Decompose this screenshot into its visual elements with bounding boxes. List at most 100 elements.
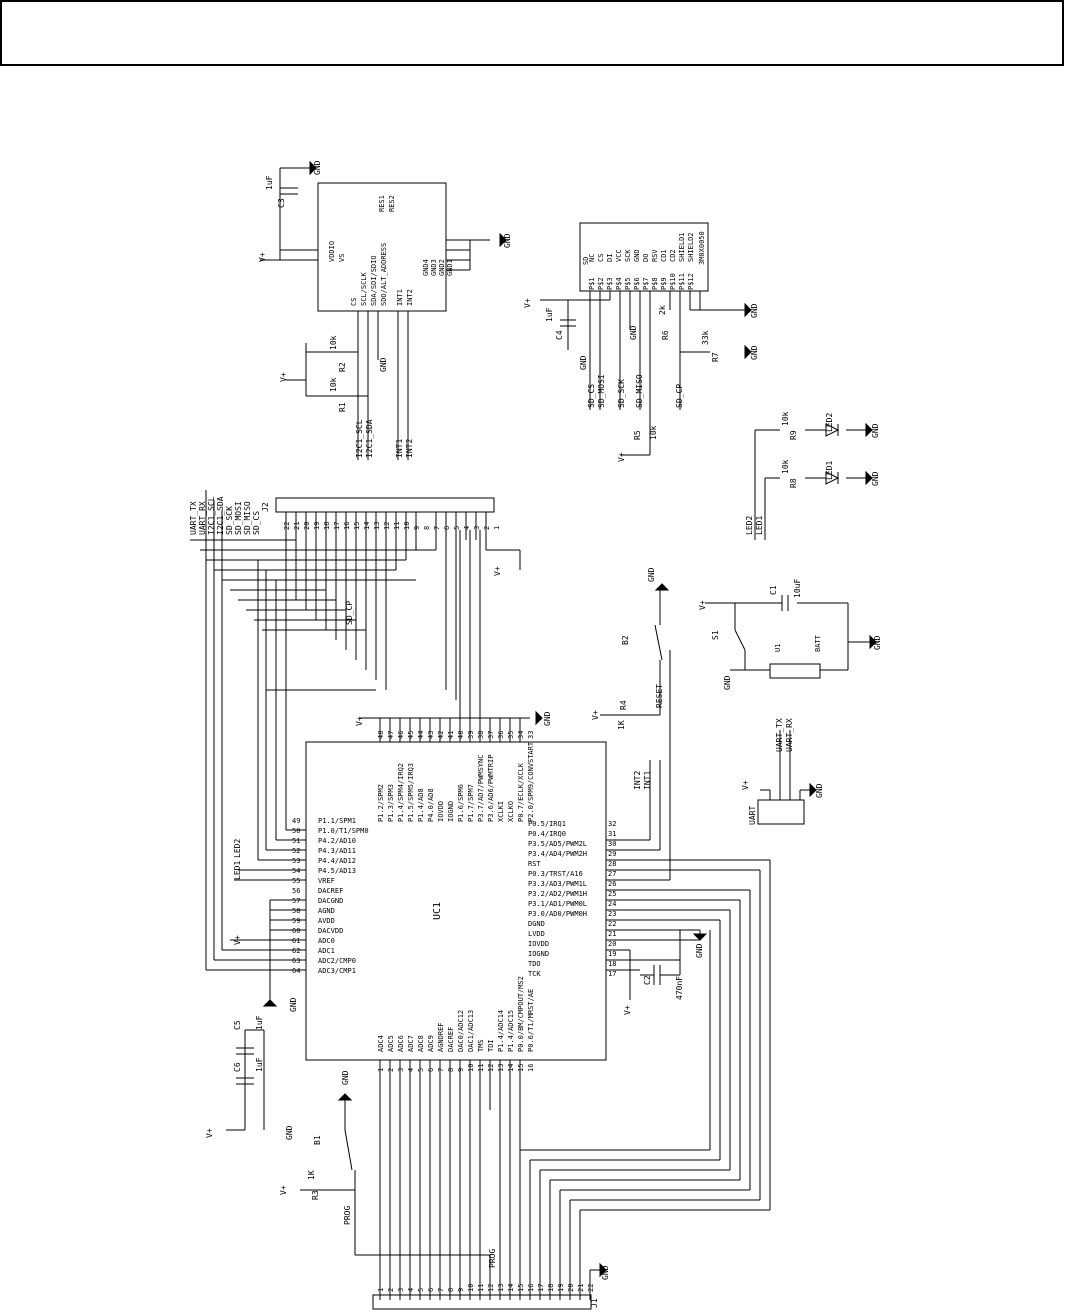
r5-ref: R5 bbox=[633, 430, 642, 440]
vplus-label-8: V+ bbox=[355, 716, 364, 726]
uc1-top-pin-number: 40 bbox=[457, 731, 465, 739]
prog-wiring bbox=[300, 1100, 491, 1300]
j1-pin-number: 18 bbox=[547, 1284, 555, 1292]
sd-body bbox=[579, 222, 709, 292]
c4-ref: C4 bbox=[555, 330, 564, 340]
uc1-right-port-label: P3.4/AD4/PWM2H bbox=[528, 850, 587, 858]
battery-section bbox=[705, 595, 870, 679]
uc1-right-pin-number: 21 bbox=[608, 930, 616, 938]
uc1-bottom-pin-number: 53 bbox=[292, 857, 300, 865]
r7-value: 33k bbox=[701, 330, 710, 345]
uc1-left-port-label: TMS bbox=[477, 1039, 485, 1052]
uc1-left-pin-number: 8 bbox=[447, 1068, 455, 1072]
uc1-right-port-label: P3.2/AD2/PWM1H bbox=[528, 890, 587, 898]
uc1-right-pin-number: 22 bbox=[608, 920, 616, 928]
uc1-top-pin-number: 36 bbox=[497, 731, 505, 739]
j2-net-label: SD_MISO bbox=[243, 501, 252, 535]
j1-pin-number: 5 bbox=[417, 1288, 425, 1292]
c5-c6-capacitors bbox=[226, 1029, 265, 1131]
vplus-label-1: V+ bbox=[258, 252, 267, 262]
c6-value: 1uF bbox=[255, 1057, 264, 1072]
u1-label: BATT bbox=[814, 634, 822, 652]
sd-pin-label: P$12 bbox=[687, 273, 695, 290]
c3-ref: C3 bbox=[277, 198, 286, 208]
sd-pin-label: P$11 bbox=[678, 273, 686, 290]
j1-pin-number: 9 bbox=[457, 1288, 465, 1292]
uc1-bottom-pin-number: 57 bbox=[292, 897, 300, 905]
uc1-top-pin-number: 39 bbox=[467, 731, 475, 739]
uc1-left-pin-number: 3 bbox=[397, 1068, 405, 1072]
j2-pin-number: 20 bbox=[303, 522, 311, 530]
uc1-bottom-pin-number: 60 bbox=[292, 927, 300, 935]
uc1-left-port-label: P1.4/ADC14 bbox=[497, 1010, 505, 1052]
sd-port-label: DI bbox=[606, 254, 614, 262]
supply-symbols bbox=[262, 160, 877, 1278]
uc1-bottom-port-label: P4.5/AD13 bbox=[318, 867, 356, 875]
vplus-label-5: V+ bbox=[493, 566, 502, 576]
uc1-bottom-pin-number: 54 bbox=[292, 867, 300, 875]
j1-prog-label: PROG bbox=[488, 1249, 497, 1268]
u1-ref: U1 bbox=[774, 644, 782, 652]
uc1-bottom-port-label: DACREF bbox=[318, 887, 343, 895]
accel-port-label: GND2 bbox=[438, 259, 446, 276]
sd-net-label: SD_SCK bbox=[617, 379, 626, 408]
accel-port-label: INT1 bbox=[396, 289, 404, 306]
uc1-left-port-label: TDI bbox=[487, 1039, 495, 1052]
uc1-right-port-label: TCK bbox=[528, 970, 541, 978]
gnd-label-1: GND bbox=[313, 160, 322, 175]
sd-pin-label: P$7 bbox=[642, 277, 650, 290]
uc1-right-pin-number: 17 bbox=[608, 970, 616, 978]
j1-pin-number: 7 bbox=[437, 1288, 445, 1292]
r1-ref: R1 bbox=[338, 402, 347, 412]
j2-pin-number: 6 bbox=[443, 526, 451, 530]
vplus-label-6: V+ bbox=[698, 600, 707, 610]
uc1-left-pin-number: 9 bbox=[457, 1068, 465, 1072]
j2-pin-number: 14 bbox=[363, 522, 371, 530]
sd-net-label: SD_MOSI bbox=[597, 374, 606, 408]
c6-ref: C6 bbox=[233, 1062, 242, 1072]
uc1-top-pin-number: 34 bbox=[517, 731, 525, 739]
uc1-bottom-port-label: AVDD bbox=[318, 917, 335, 925]
uc1-bottom-pin-number: 63 bbox=[292, 957, 300, 965]
c3-value: 1uF bbox=[265, 175, 274, 190]
uc1-top-port-label: XCLKO bbox=[507, 801, 515, 822]
reset-wiring bbox=[600, 590, 663, 716]
j2-pin-number: 2 bbox=[483, 526, 491, 530]
uc1-bottom-port-label: P4.2/AD10 bbox=[318, 837, 356, 845]
uc1-ref: UC1 bbox=[432, 902, 443, 920]
uc1-bottom-pin-number: 50 bbox=[292, 827, 300, 835]
uc1-top-pin-number: 47 bbox=[387, 731, 395, 739]
uc1-left-pin-number: 7 bbox=[437, 1068, 445, 1072]
led2-ref: LED2 bbox=[825, 413, 834, 432]
accel-port-label: GND3 bbox=[430, 259, 438, 276]
uc1-right-pin-number: 25 bbox=[608, 890, 616, 898]
uc1-left-port-label: DACREF bbox=[447, 1027, 455, 1052]
gnd-label-5: GND bbox=[871, 423, 880, 438]
led2-uc-label: LED2 bbox=[233, 839, 242, 858]
j1-pin-number: 17 bbox=[537, 1284, 545, 1292]
uc1-right-pin-number: 18 bbox=[608, 960, 616, 968]
uc1-left-port-label: ADC6 bbox=[397, 1035, 405, 1052]
sd-port-label: RSV bbox=[651, 249, 659, 262]
uc1-right-port-label: P0.4/IRQ0 bbox=[528, 830, 566, 838]
r7-ref: R7 bbox=[711, 352, 720, 362]
gnd-label-6: GND bbox=[871, 471, 880, 486]
vplus-label-10: V+ bbox=[233, 935, 242, 945]
uart-wiring bbox=[760, 730, 810, 800]
vplus-label-2: V+ bbox=[279, 372, 288, 382]
j1-pin-number: 20 bbox=[567, 1284, 575, 1292]
sd-pin-label: P$5 bbox=[624, 277, 632, 290]
c2-value: 470nF bbox=[675, 976, 684, 1000]
sd-port-label: SCK bbox=[624, 249, 632, 262]
uc1-bottom-port-labels: ADC3/CMP164ADC2/CMP063ADC162ADC061DACVDD… bbox=[292, 817, 369, 975]
uc1-left-port-label: ADC8 bbox=[417, 1035, 425, 1052]
uc1-left-port-label: ADC9 bbox=[427, 1035, 435, 1052]
s1-ref: S1 bbox=[711, 630, 720, 640]
uc1-left-pin-number: 15 bbox=[517, 1064, 525, 1072]
j2-pin-number: 10 bbox=[403, 522, 411, 530]
j2-pin-number: 11 bbox=[393, 522, 401, 530]
